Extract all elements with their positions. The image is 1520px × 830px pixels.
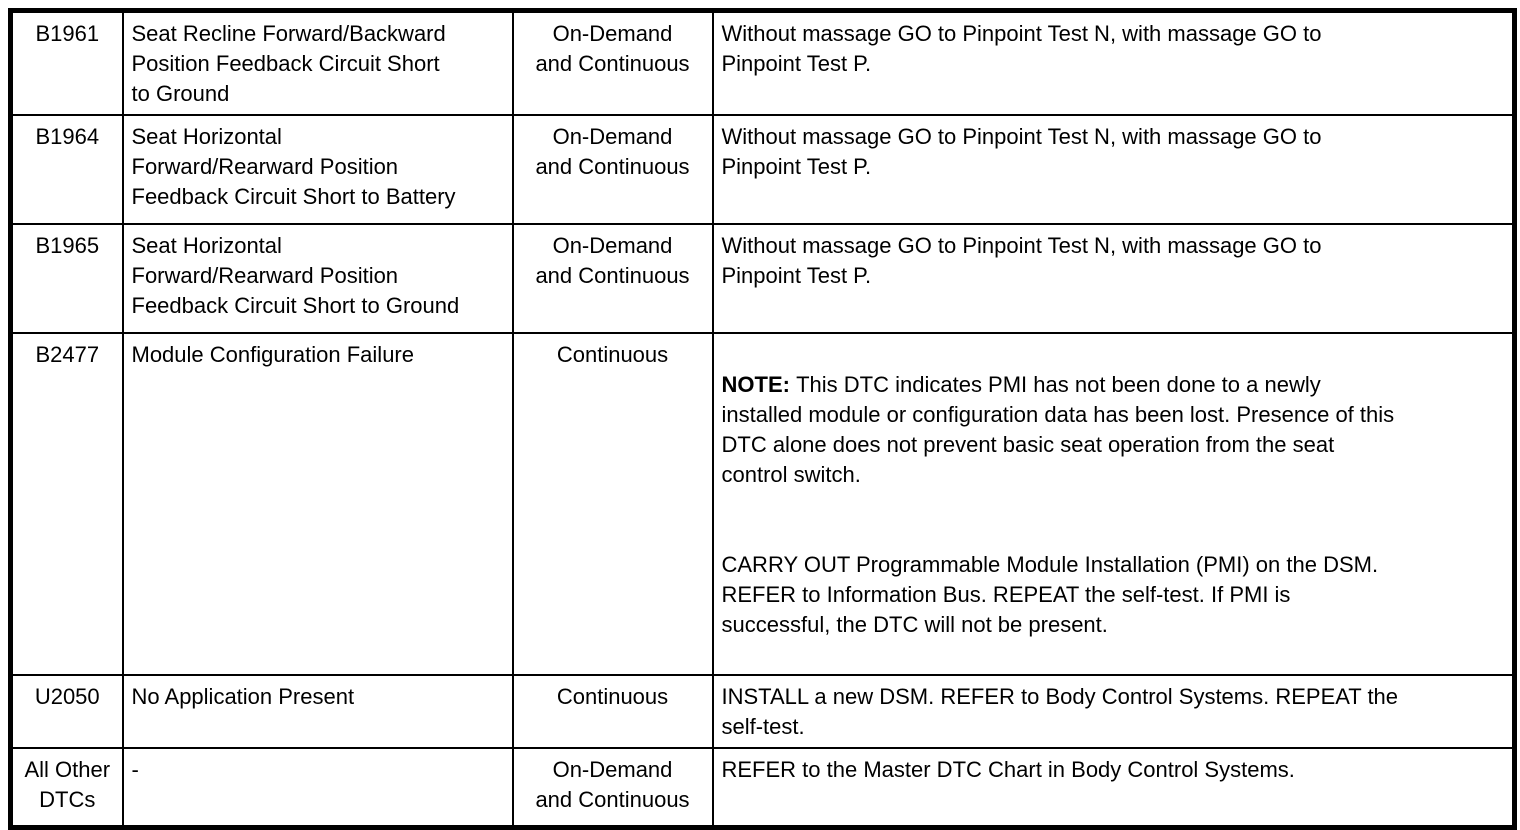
table-row: B1965 Seat Horizontal Forward/Rearward P… xyxy=(9,222,1516,334)
dtc-code-cell: B1961 xyxy=(9,9,124,116)
dtc-code-cell: B1965 xyxy=(9,222,124,334)
description-cell: Seat Horizontal Forward/Rearward Positio… xyxy=(121,222,514,334)
self-test-type-cell: On-Demand and Continuous xyxy=(511,222,714,334)
note-text: This DTC indicates PMI has not been done… xyxy=(721,371,1395,487)
action-cell: INSTALL a new DSM. REFER to Body Control… xyxy=(711,673,1516,749)
dtc-code-cell: U2050 xyxy=(9,673,124,749)
self-test-type-cell: On-Demand and Continuous xyxy=(511,746,714,829)
description-cell: Seat Recline Forward/Backward Position F… xyxy=(121,9,514,116)
self-test-type-cell: On-Demand and Continuous xyxy=(511,113,714,225)
table-row: B2477 Module Configuration Failure Conti… xyxy=(9,331,1516,676)
self-test-type-cell: Continuous xyxy=(511,331,714,676)
dtc-code-cell: All Other DTCs xyxy=(9,746,124,829)
table-row: U2050 No Application Present Continuous … xyxy=(9,673,1516,749)
description-cell: - xyxy=(121,746,514,829)
action-cell: Without massage GO to Pinpoint Test N, w… xyxy=(711,9,1516,116)
action-cell: Without massage GO to Pinpoint Test N, w… xyxy=(711,113,1516,225)
dtc-code-cell: B1964 xyxy=(9,113,124,225)
dtc-code-cell: B2477 xyxy=(9,331,124,676)
note-paragraph: NOTE:This DTC indicates PMI has not been… xyxy=(722,370,1505,490)
table-row: B1961 Seat Recline Forward/Backward Posi… xyxy=(9,9,1516,116)
note-label: NOTE: xyxy=(721,371,790,397)
manual-page: B1961 Seat Recline Forward/Backward Posi… xyxy=(8,8,1517,830)
description-cell: Module Configuration Failure xyxy=(121,331,514,676)
self-test-type-cell: On-Demand and Continuous xyxy=(511,9,714,116)
action-cell: REFER to the Master DTC Chart in Body Co… xyxy=(711,746,1516,829)
table-row: All Other DTCs - On-Demand and Continuou… xyxy=(9,746,1516,829)
description-cell: No Application Present xyxy=(121,673,514,749)
description-cell: Seat Horizontal Forward/Rearward Positio… xyxy=(121,113,514,225)
action-cell: Without massage GO to Pinpoint Test N, w… xyxy=(711,222,1516,334)
table-row: B1964 Seat Horizontal Forward/Rearward P… xyxy=(9,113,1516,225)
dtc-chart-table: B1961 Seat Recline Forward/Backward Posi… xyxy=(8,8,1517,830)
action-cell: NOTE:This DTC indicates PMI has not been… xyxy=(711,331,1516,676)
action-paragraph: CARRY OUT Programmable Module Installati… xyxy=(721,551,1379,637)
self-test-type-cell: Continuous xyxy=(511,673,714,749)
